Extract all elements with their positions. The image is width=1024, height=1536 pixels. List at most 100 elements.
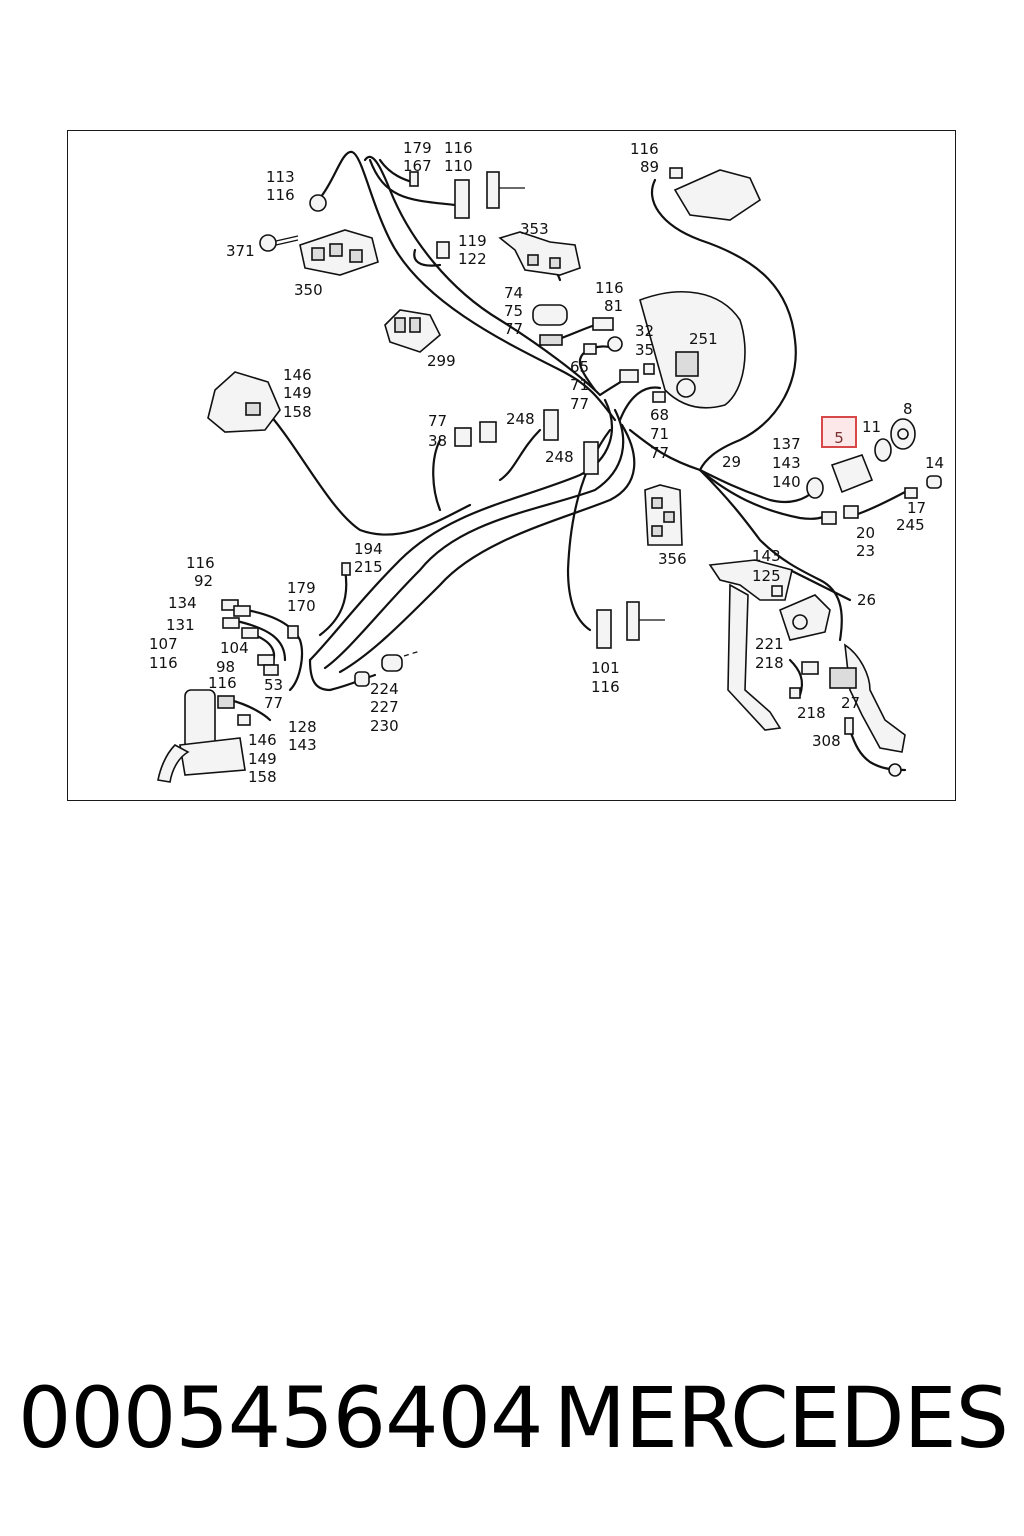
highlight-label: 5 bbox=[834, 429, 844, 447]
callout-label: 122 bbox=[458, 250, 487, 268]
pedal-assembly bbox=[708, 559, 906, 753]
callout-label: 353 bbox=[520, 220, 549, 238]
callout-label: 116 bbox=[630, 140, 659, 158]
callout-label: 350 bbox=[294, 281, 323, 299]
connector-32 bbox=[643, 363, 655, 375]
callout-label: 356 bbox=[658, 550, 687, 568]
callout-label: 143 bbox=[752, 547, 781, 565]
actuator-146 bbox=[207, 371, 281, 433]
callout-label: 125 bbox=[752, 567, 781, 585]
connector-134 bbox=[233, 605, 251, 617]
callout-label: 11 bbox=[862, 418, 881, 436]
callout-label: 107 bbox=[149, 635, 178, 653]
plug-17 bbox=[904, 487, 918, 499]
callout-label: 146 bbox=[248, 731, 277, 749]
callout-label: 251 bbox=[689, 330, 718, 348]
ring-terminal bbox=[309, 194, 327, 212]
callout-label: 149 bbox=[283, 384, 312, 402]
plug-227 bbox=[381, 654, 403, 672]
connector-104 bbox=[257, 654, 275, 666]
callout-label: 116 bbox=[591, 678, 620, 696]
callout-label: 29 bbox=[722, 453, 741, 471]
callout-label: 77 bbox=[428, 412, 447, 430]
connector-92 bbox=[221, 599, 239, 611]
callout-label: 77 bbox=[504, 320, 523, 338]
screw-371 bbox=[259, 234, 299, 252]
callout-label: 248 bbox=[545, 448, 574, 466]
connector-71 bbox=[619, 369, 639, 383]
callout-label: 110 bbox=[444, 157, 473, 175]
callout-label: 116 bbox=[149, 654, 178, 672]
callout-label: 101 bbox=[591, 659, 620, 677]
callout-label: 32 bbox=[635, 322, 654, 340]
terminal-308 bbox=[844, 717, 902, 777]
connector-107 bbox=[241, 627, 259, 639]
part-number: 0005456404 bbox=[18, 1369, 543, 1467]
callout-label: 75 bbox=[504, 302, 523, 320]
connector-block-101b bbox=[626, 601, 640, 641]
plug-14 bbox=[926, 475, 942, 489]
callout-label: 53 bbox=[264, 676, 283, 694]
components bbox=[157, 167, 942, 783]
connector-131 bbox=[222, 617, 240, 629]
callout-label: 98 bbox=[216, 658, 235, 676]
callout-label: 81 bbox=[604, 297, 623, 315]
callout-label: 116 bbox=[444, 139, 473, 157]
connector-98 bbox=[263, 664, 279, 676]
callout-label: 146 bbox=[283, 366, 312, 384]
callout-label: 194 bbox=[354, 540, 383, 558]
callout-label: 20 bbox=[856, 524, 875, 542]
callout-label: 143 bbox=[772, 454, 801, 472]
callout-label: 74 bbox=[504, 284, 523, 302]
callout-label: 158 bbox=[283, 403, 312, 421]
callout-label: 89 bbox=[640, 158, 659, 176]
callout-label: 65 bbox=[570, 358, 589, 376]
callout-label: 167 bbox=[403, 157, 432, 175]
connector-38b bbox=[479, 421, 497, 443]
fuse-box-356 bbox=[644, 484, 683, 546]
connector-179b bbox=[287, 625, 299, 639]
plug-68 bbox=[676, 378, 696, 398]
callout-label: 245 bbox=[896, 516, 925, 534]
callout-label: 92 bbox=[194, 572, 213, 590]
callout-label: 248 bbox=[506, 410, 535, 428]
connector-20 bbox=[821, 511, 837, 525]
callout-label: 77 bbox=[570, 395, 589, 413]
connector-block-110b bbox=[486, 171, 500, 209]
callout-label: 26 bbox=[857, 591, 876, 609]
callout-label: 128 bbox=[288, 718, 317, 736]
callout-label: 17 bbox=[907, 499, 926, 517]
callout-label: 68 bbox=[650, 406, 669, 424]
callout-label: 131 bbox=[166, 616, 195, 634]
relay-251 bbox=[675, 351, 699, 377]
housing-251 bbox=[639, 291, 746, 409]
wiring-harness bbox=[226, 150, 907, 772]
plug-224 bbox=[354, 671, 370, 687]
callout-label: 137 bbox=[772, 435, 801, 453]
connector-block-101 bbox=[596, 609, 612, 649]
cover-89 bbox=[669, 167, 762, 221]
callout-label: 179 bbox=[403, 139, 432, 157]
callout-label: 149 bbox=[248, 750, 277, 768]
switch-248b bbox=[583, 441, 599, 475]
bracket-353 bbox=[498, 231, 581, 276]
highlight-box bbox=[821, 416, 857, 448]
footer: 0005456404 MERCEDES bbox=[18, 1368, 1009, 1468]
callout-label: 35 bbox=[635, 341, 654, 359]
connector-38 bbox=[454, 427, 472, 447]
callout-label: 116 bbox=[595, 279, 624, 297]
callout-label: 140 bbox=[772, 473, 801, 491]
switch-248a bbox=[543, 409, 559, 441]
connector-119 bbox=[436, 241, 450, 259]
callout-label: 218 bbox=[797, 704, 826, 722]
connector-23 bbox=[843, 505, 859, 519]
callout-label: 371 bbox=[226, 242, 255, 260]
callout-label: 179 bbox=[287, 579, 316, 597]
plug-65 bbox=[607, 336, 623, 352]
callout-label: 116 bbox=[266, 186, 295, 204]
callout-label: 77 bbox=[650, 444, 669, 462]
switch-assembly-350 bbox=[299, 229, 379, 276]
callout-label: 71 bbox=[650, 425, 669, 443]
callout-label: 221 bbox=[755, 635, 784, 653]
